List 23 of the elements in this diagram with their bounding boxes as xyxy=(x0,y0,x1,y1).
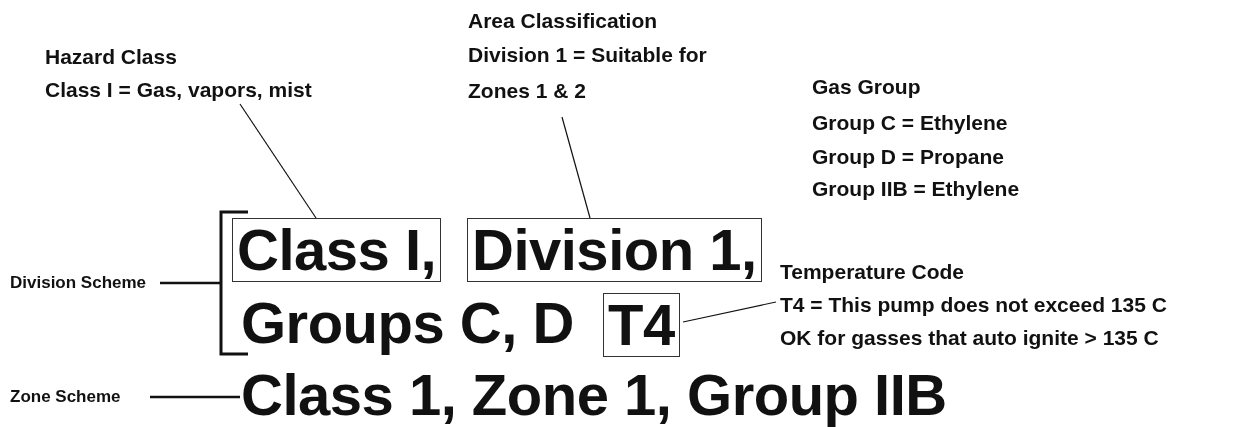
boxed-marking-text: Division 1, xyxy=(467,218,762,282)
scheme-label: Zone Scheme xyxy=(10,385,121,409)
callout-heading: Temperature Code xyxy=(780,259,965,285)
leader-line xyxy=(682,301,777,323)
marking-text: Class 1, Zone 1, Group IIB xyxy=(241,364,947,426)
callout-heading: Hazard Class xyxy=(45,44,178,70)
leader-line xyxy=(150,395,240,399)
leader-line xyxy=(160,281,220,285)
callout-text: T4 = This pump does not exceed 135 C xyxy=(780,292,1167,318)
leader-line xyxy=(239,103,317,219)
callout-text: Class I = Gas, vapors, mist xyxy=(45,77,312,103)
callout-heading: Gas Group xyxy=(812,74,921,100)
scheme-label: Division Scheme xyxy=(10,271,147,295)
callout-text: Group C = Ethylene xyxy=(812,110,1008,136)
callout-text: Group D = Propane xyxy=(812,144,1004,170)
leader-line xyxy=(561,116,591,219)
callout-text: OK for gasses that auto ignite > 135 C xyxy=(780,325,1160,351)
callout-heading: Area Classification xyxy=(468,8,659,34)
boxed-marking-text: T4 xyxy=(603,293,680,357)
callout-text: Division 1 = Suitable for Zones 1 & 2 xyxy=(468,42,708,104)
boxed-marking-text: Class I, xyxy=(232,218,442,282)
callout-text: Group IIB = Ethylene xyxy=(812,176,1020,202)
marking-text: Groups C, D xyxy=(241,292,574,354)
